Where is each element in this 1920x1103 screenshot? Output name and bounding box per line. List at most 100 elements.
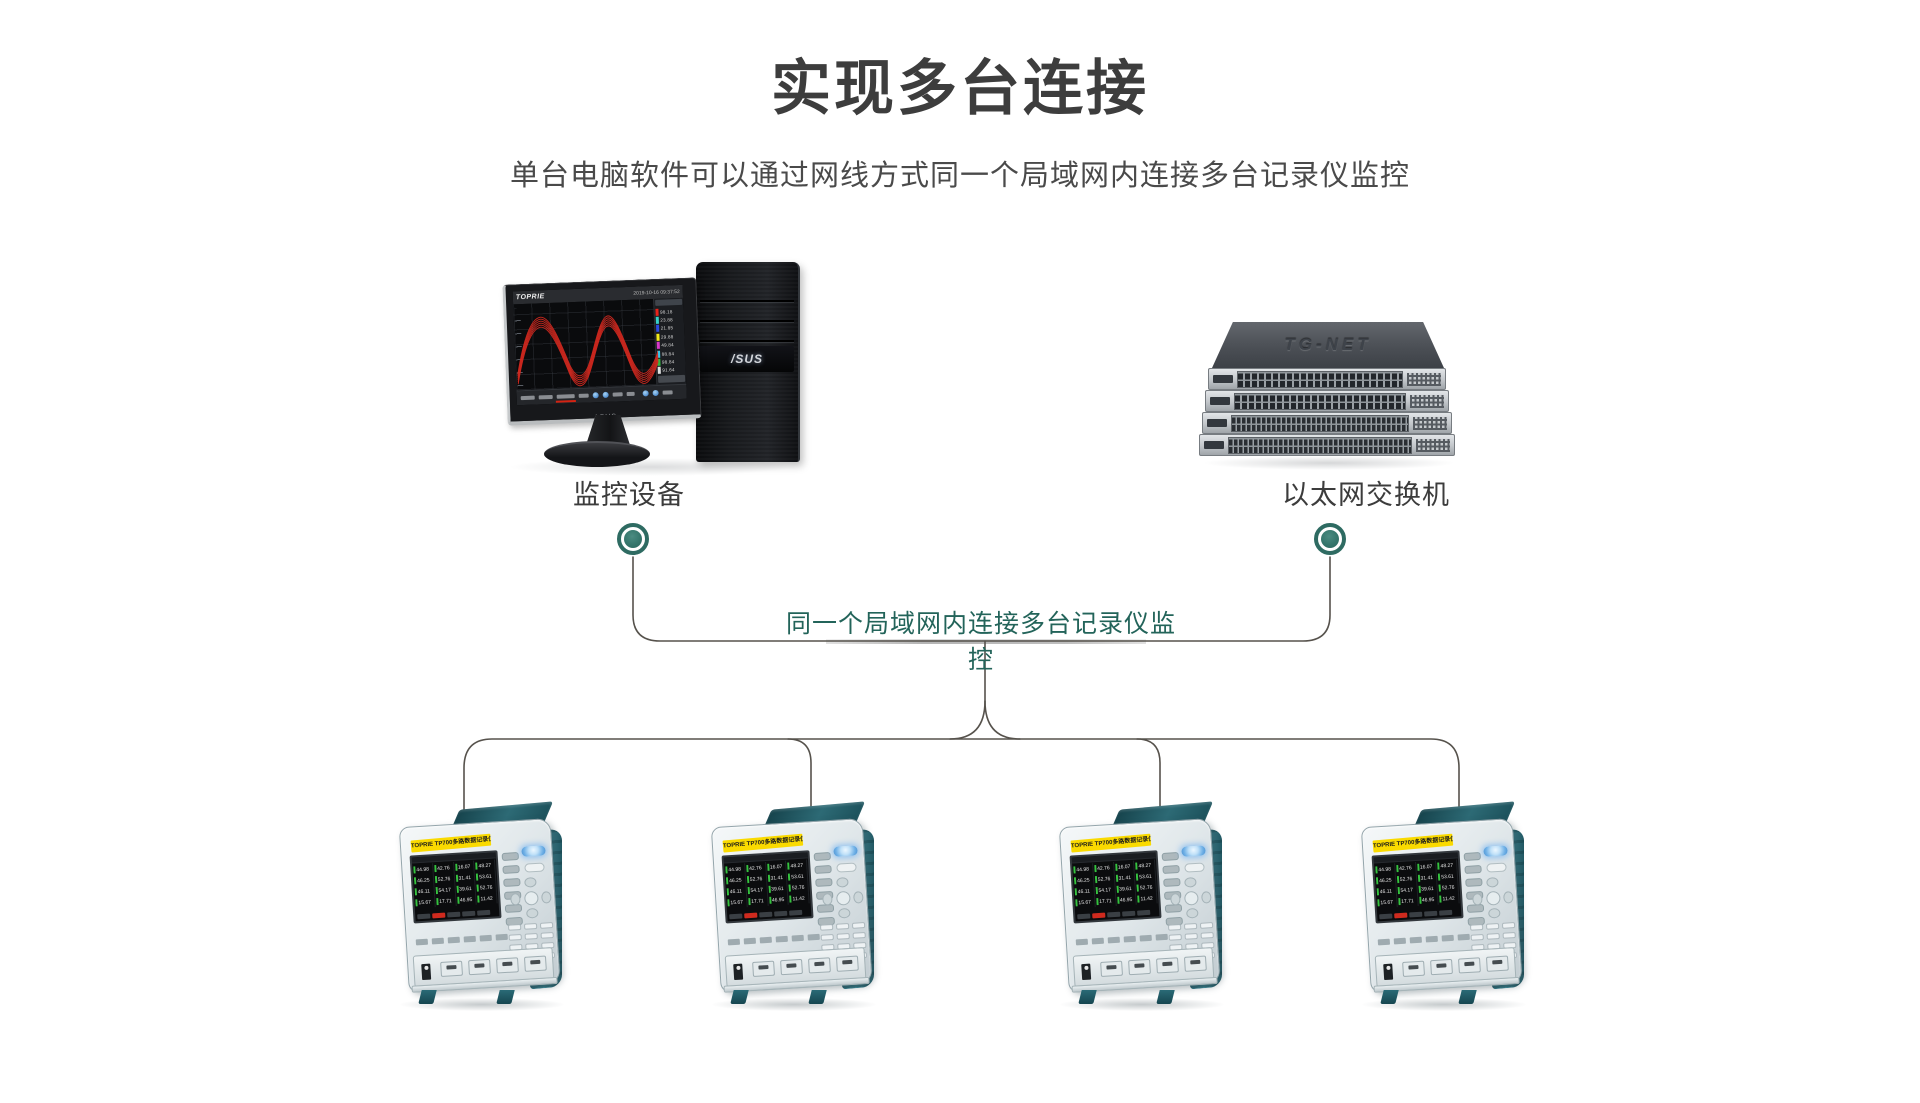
- screen-tab-row: [1379, 909, 1453, 920]
- menu-button: [524, 862, 545, 873]
- module-slot: [468, 958, 491, 976]
- function-key-row: [1377, 933, 1470, 946]
- power-indicator-led: [1181, 845, 1206, 857]
- toolbar-item: [612, 392, 623, 397]
- module-slot: [780, 958, 803, 976]
- channel-cell: 46.95: [456, 893, 477, 906]
- legend-footer-chip: [657, 374, 686, 383]
- legend-header-chip: [655, 298, 683, 306]
- toprie-logo: TOPRIE: [515, 293, 545, 302]
- channel-cell: 11.42: [477, 892, 498, 905]
- module-slot: [835, 955, 859, 972]
- dpad-right: [1201, 891, 1212, 904]
- screen-tab-active: [744, 912, 758, 919]
- menu-button: [1486, 862, 1507, 873]
- module-slot: [496, 957, 519, 974]
- led-grid: [1410, 394, 1444, 408]
- datetime-readout: 2019-10-16 09:37:52: [633, 288, 680, 297]
- channel-cell: 11.42: [1439, 892, 1460, 905]
- module-slot: [1100, 960, 1123, 977]
- unit-label-chip: [1204, 441, 1224, 449]
- channel-cell: 17.71: [747, 894, 769, 908]
- screen-tab: [789, 909, 803, 916]
- legend-row: 91.64: [657, 366, 685, 375]
- switch-unit-2: [1205, 390, 1449, 412]
- port-block: [1228, 436, 1412, 454]
- channel-cell: 11.42: [1137, 892, 1158, 905]
- monitor-stand-base: [544, 441, 650, 467]
- dpad-down: [838, 907, 851, 919]
- channel-cell: 17.71: [1397, 894, 1419, 908]
- monitor-device-label: 监控设备: [573, 480, 685, 510]
- recorder-shadow: [1060, 998, 1224, 1011]
- monitoring-computer: /SUS TOPRIE 2019-10-16 09:37:52: [500, 262, 800, 487]
- toolbar-item: [626, 391, 635, 397]
- drop-recorder-3: [1136, 738, 1161, 817]
- function-key-row: [727, 933, 820, 946]
- switch-shadow: [1202, 456, 1456, 470]
- screen-tab: [1409, 911, 1423, 918]
- dpad-right: [541, 891, 552, 904]
- navigation-dpad: [1471, 876, 1515, 920]
- screen-tab: [1137, 909, 1151, 916]
- dpad-center: [1485, 890, 1501, 906]
- dpad-right: [1503, 891, 1514, 904]
- channel-value: 29.88: [660, 334, 674, 340]
- screen-tab: [417, 913, 431, 920]
- monitor: TOPRIE 2019-10-16 09:37:52: [502, 277, 702, 426]
- dpad-left: [1472, 892, 1483, 906]
- channel-cell: 15.67: [1075, 896, 1096, 909]
- drive-bay-groove: [700, 340, 794, 342]
- module-slot: [808, 957, 831, 974]
- screen-tab: [1379, 913, 1393, 920]
- network-node-dot-left: [617, 523, 649, 555]
- port-block: [1231, 414, 1409, 432]
- dpad-left: [510, 892, 521, 906]
- led-grid: [1416, 438, 1450, 452]
- module-slot: [1458, 957, 1481, 974]
- function-key-row: [415, 933, 508, 946]
- dpad-center: [835, 890, 851, 906]
- screen-tab: [759, 911, 773, 918]
- lan-connection-label: 同一个局域网内连接多台记录仪监控: [785, 610, 1176, 674]
- ethernet-switch-stack: TG-NET: [1198, 318, 1460, 470]
- dpad-up: [836, 876, 849, 888]
- screen-tab: [1107, 911, 1121, 918]
- channel-cell: 15.67: [415, 896, 436, 909]
- trunk-right-branch: [984, 700, 1021, 740]
- screen-tab-row: [1077, 909, 1151, 920]
- dpad-up: [524, 876, 537, 888]
- page-subtitle: 单台电脑软件可以通过网线方式同一个局域网内连接多台记录仪监控: [509, 160, 1410, 192]
- screen-tab: [729, 913, 743, 920]
- dpad-left: [822, 892, 833, 906]
- screen-tab-active: [1394, 912, 1408, 919]
- asus-logo: /SUS: [730, 352, 763, 366]
- toolbar-icon: [652, 389, 659, 397]
- sine-wave-bundle: [515, 314, 660, 389]
- menu-button: [1184, 862, 1205, 873]
- dpad-down: [526, 907, 539, 919]
- bus-line: [463, 738, 1460, 813]
- dot-inner-circle: [1321, 530, 1339, 548]
- power-switch: [733, 963, 744, 981]
- port-block: [1234, 392, 1406, 410]
- dpad-center: [1183, 890, 1199, 906]
- dpad-left: [1170, 892, 1181, 906]
- toolbar-item: [520, 395, 535, 401]
- network-node-dot-right: [1314, 523, 1346, 555]
- module-slots: [752, 955, 859, 977]
- toolbar-icon: [642, 390, 649, 397]
- channel-value: 21.85: [660, 325, 674, 332]
